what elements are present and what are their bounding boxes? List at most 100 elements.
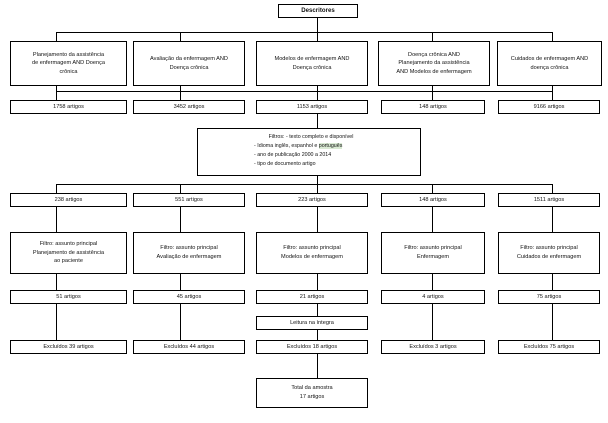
- connector-to-subject-count-col-3: [317, 274, 319, 290]
- subject-filter-line: Cuidados de enfermagem: [516, 254, 582, 260]
- descriptor-box-col-3: Modelos de enfermagem AND Doença crônica: [256, 41, 368, 86]
- excluded-box-col-2: Excluídos 44 artigos: [133, 340, 245, 354]
- filtered-count-box-col-1: 238 artigos: [10, 193, 127, 207]
- connector-to-total: [317, 354, 319, 378]
- filters-highlighted-word: português: [318, 143, 343, 150]
- filtered-count-box-col-3: 223 artigos: [256, 193, 368, 207]
- descriptor-line: Doença crônica: [169, 64, 209, 71]
- subject-filter-box-col-5: Filtro: assunto principal Cuidados de en…: [498, 232, 600, 274]
- excluded-box-col-5: Excluídos 75 artigos: [498, 340, 600, 354]
- subject-count-box-col-4: 4 artigos: [381, 290, 485, 304]
- descriptor-line: doença crônica: [530, 64, 569, 71]
- descriptor-box-col-4: Doença crônica AND Planejamento da assis…: [378, 41, 490, 86]
- connector-second-bus: [56, 91, 552, 93]
- subject-filter-line: ao paciente: [54, 258, 83, 265]
- initial-count-label: 148 artigos: [419, 103, 447, 110]
- total-line: Total da amostra: [291, 385, 333, 392]
- descriptor-box-col-1: Planejamento da assistência de enfermage…: [10, 41, 127, 86]
- connector-drop-col-5: [552, 32, 554, 41]
- connector-drop-col-1: [56, 32, 58, 41]
- connector-third-bus: [56, 184, 552, 186]
- subject-count-label: 51 artigos: [56, 293, 81, 300]
- connector-into-count-col-3: [317, 91, 319, 100]
- excluded-box-col-1: Excluídos 39 artigos: [10, 340, 127, 354]
- subject-filter-line: Modelos de enfermagem: [281, 254, 343, 260]
- connector-to-excluded-col-5: [552, 304, 554, 340]
- excluded-label: Excluídos 3 artigos: [409, 343, 457, 350]
- filters-first-line: Filtros: - texto completo e disponível: [268, 134, 354, 140]
- descriptor-line: Planejamento da assistência: [32, 51, 105, 58]
- connector-to-subject-count-col-2: [180, 274, 182, 290]
- connector-bus-drop-col-5: [552, 184, 554, 193]
- initial-count-label: 1153 artigos: [296, 103, 328, 110]
- connector-to-subject-count-col-4: [432, 274, 434, 290]
- subject-filter-box-col-2: Filtro: assunto principal Avaliação de e…: [133, 232, 245, 274]
- connector-to-subject-col-4: [432, 207, 434, 232]
- descriptor-line: AND Modelos de enfermagem: [396, 68, 472, 75]
- subject-count-label: 45 artigos: [176, 293, 202, 300]
- descriptor-box-col-5: Cuidados de enfermagem AND doença crônic…: [497, 41, 602, 86]
- subject-count-label: 4 artigos: [422, 293, 444, 300]
- subject-filter-line: Filtro: assunto principal: [39, 241, 98, 248]
- connector-top-bus: [56, 32, 552, 34]
- connector-bus-drop-col-2: [180, 184, 182, 193]
- connector-to-reading-col-3: [317, 304, 319, 316]
- filters-item-language: - Idioma inglês, espanhol e português: [254, 143, 343, 150]
- initial-count-box-col-2: 3452 artigos: [133, 100, 245, 114]
- subject-count-label: 75 artigos: [536, 293, 562, 300]
- subject-count-box-col-3: 21 artigos: [256, 290, 368, 304]
- connector-to-subject-count-col-1: [56, 274, 58, 290]
- subject-filter-line: Filtro: assunto principal: [404, 245, 462, 252]
- connector-into-count-col-5: [552, 91, 554, 100]
- descriptor-line: Modelos de enfermagem AND: [274, 55, 350, 62]
- excluded-label: Excluídos 39 artigos: [43, 343, 94, 350]
- subject-filter-line: Planejamento de assistência: [32, 249, 105, 256]
- subject-filter-line: Filtro: assunto principal: [283, 245, 341, 252]
- connector-into-count-col-1: [56, 91, 58, 100]
- connector-desc-out-col-2: [180, 86, 182, 91]
- filters-box: Filtros: - texto completo e disponível -…: [197, 128, 421, 176]
- subject-filter-line: Avaliação de enfermagem: [156, 254, 222, 260]
- connector-to-subject-count-col-5: [552, 274, 554, 290]
- connector-desc-out-col-3: [317, 86, 319, 91]
- connector-drop-col-3: [317, 32, 319, 41]
- descriptor-line: crônica: [59, 68, 78, 75]
- connector-drop-col-2: [180, 32, 182, 41]
- descriptor-line: Doença crônica: [292, 64, 332, 71]
- filters-item-doctype: - tipo de documento artigo: [254, 161, 316, 168]
- connector-to-filters: [317, 114, 319, 128]
- connector-root-stem: [317, 18, 319, 32]
- filters-item-year: - ano de publicação 2000 a 2014: [254, 152, 332, 159]
- connector-bus-drop-col-3: [317, 184, 319, 193]
- connector-to-subject-col-5: [552, 207, 554, 232]
- total-line: 17 artigos: [299, 394, 325, 400]
- descriptor-box-col-2: Avaliação da enfermagem AND Doença crôni…: [133, 41, 245, 86]
- subject-count-box-col-1: 51 artigos: [10, 290, 127, 304]
- descriptor-line: Planejamento da assistência: [398, 60, 470, 67]
- connector-to-excluded-col-1: [56, 304, 58, 340]
- reading-label: Leitura na íntegra: [290, 319, 334, 326]
- initial-count-label: 3452 artigos: [173, 103, 205, 110]
- subject-count-label: 21 artigos: [299, 293, 325, 300]
- subject-filter-box-col-1: Filtro: assunto principal Planejamento d…: [10, 232, 127, 274]
- root-box-descritores: Descritores: [278, 4, 358, 18]
- subject-filter-box-col-4: Filtro: assunto principal Enfermagem: [381, 232, 485, 274]
- connector-to-excluded-col-2: [180, 304, 182, 340]
- filtered-count-label: 551 artigos: [175, 196, 203, 203]
- initial-count-box-col-4: 148 artigos: [381, 100, 485, 114]
- filtered-count-box-col-5: 1511 artigos: [498, 193, 600, 207]
- connector-desc-out-col-1: [56, 86, 58, 91]
- connector-to-subject-col-1: [56, 207, 58, 232]
- excluded-label: Excluídos 44 artigos: [163, 343, 215, 350]
- filtered-count-label: 148 artigos: [419, 196, 447, 203]
- excluded-label: Excluídos 18 artigos: [286, 343, 338, 350]
- subject-filter-line: Filtro: assunto principal: [520, 245, 578, 252]
- descriptor-line: Doença crônica AND: [408, 51, 460, 58]
- connector-into-count-col-2: [180, 91, 182, 100]
- descriptor-line: de enfermagem AND Doença: [31, 60, 106, 67]
- descriptor-line: Cuidados de enfermagem AND: [510, 55, 589, 62]
- root-label: Descritores: [301, 7, 335, 15]
- initial-count-box-col-3: 1153 artigos: [256, 100, 368, 114]
- connector-drop-col-4: [432, 32, 434, 41]
